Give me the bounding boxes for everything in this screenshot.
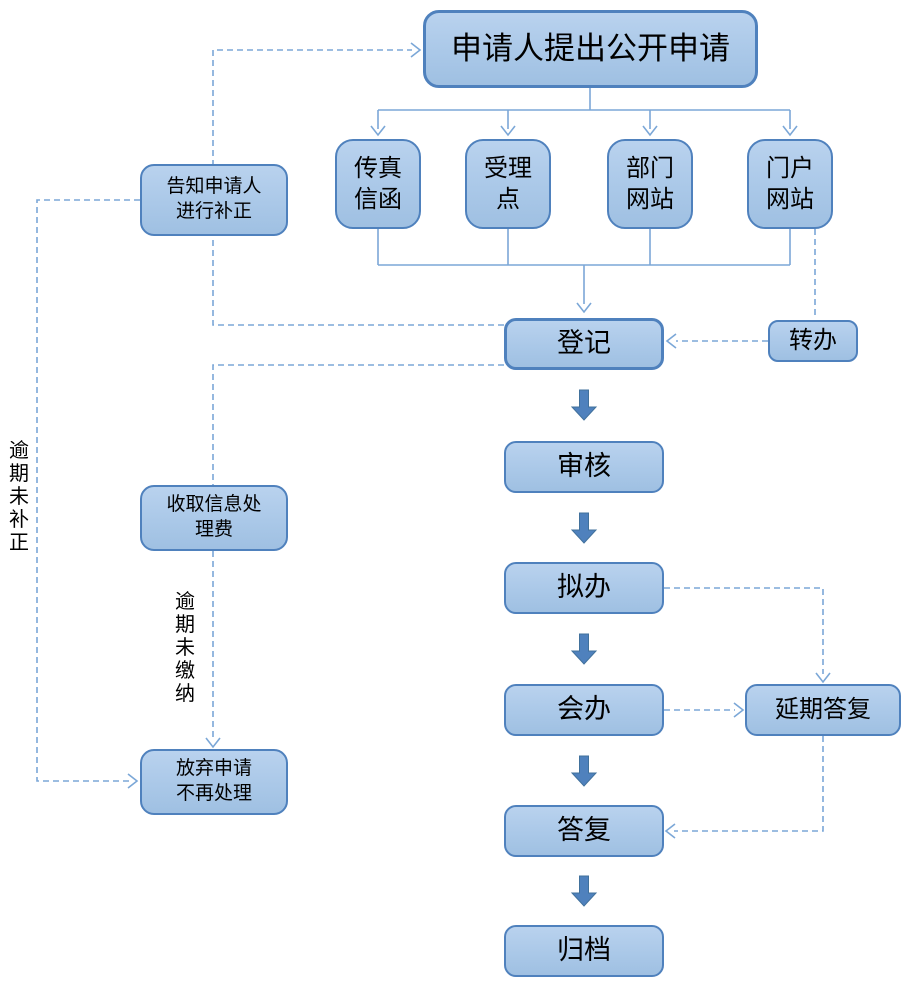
node-delay-label: 延期答复: [775, 696, 871, 724]
edge-register-notify-apply: [212, 42, 504, 326]
node-review-label: 审核: [557, 451, 611, 482]
node-transfer: 转办: [768, 320, 858, 362]
node-abandon-line2: 不再处理: [175, 783, 252, 804]
node-reply-label: 答复: [557, 815, 611, 846]
node-portal-line2: 网站: [766, 186, 814, 213]
node-abandon: 放弃申请 不再处理: [140, 749, 288, 815]
node-notify-correction: 告知申请人 进行补正: [140, 164, 288, 236]
node-fax-line1: 传真: [354, 154, 402, 182]
node-notify-line1: 告知申请人: [166, 176, 262, 198]
node-archive-label: 归档: [557, 935, 611, 966]
node-delayed-reply: 延期答复: [745, 684, 901, 736]
node-dept-line2: 网站: [626, 186, 674, 213]
edge-apply-to-channels: [370, 88, 798, 137]
node-joint-handling: 会办: [504, 684, 664, 736]
node-acceptance-point: 受理 点: [465, 139, 551, 229]
node-review: 审核: [504, 441, 664, 493]
node-acceptance-line2: 点: [496, 186, 520, 213]
block-arrow-joint-reply: [570, 755, 598, 787]
block-arrow-draft-joint: [570, 633, 598, 665]
node-fee-collection: 收取信息处 理费: [140, 485, 288, 551]
node-reply: 答复: [504, 805, 664, 857]
block-arrow-register-review: [570, 389, 598, 421]
label-overdue-no-correction: 逾期未补正: [9, 440, 29, 554]
node-dept-line1: 部门: [626, 154, 674, 182]
node-draft-handling: 拟办: [504, 562, 664, 614]
node-abandon-line1: 放弃申请: [175, 758, 252, 780]
node-apply-label: 申请人提出公开申请: [451, 30, 730, 66]
label-overdue-no-payment: 逾期未缴纳: [175, 591, 195, 705]
edge-notify-to-abandon: [36, 199, 140, 789]
block-arrow-reply-archive: [570, 875, 598, 907]
edge-transfer-to-register: [665, 333, 768, 349]
node-apply: 申请人提出公开申请: [423, 10, 758, 88]
node-fax-letter: 传真 信函: [335, 139, 421, 229]
node-draft-label: 拟办: [557, 572, 611, 603]
node-portal-line1: 门户: [766, 154, 814, 182]
node-joint-label: 会办: [557, 694, 611, 725]
edge-fee-to-abandon: [205, 551, 221, 749]
edge-channels-to-register: [377, 229, 791, 314]
node-fee-line2: 理费: [194, 519, 233, 540]
block-arrow-review-draft: [570, 512, 598, 544]
node-fee-line1: 收取信息处: [166, 494, 262, 516]
node-register: 登记: [504, 318, 664, 370]
node-transfer-label: 转办: [789, 327, 837, 355]
edge-register-to-fee: [212, 364, 504, 485]
edge-joint-to-delay: [664, 702, 745, 718]
node-department-website: 部门 网站: [607, 139, 693, 229]
node-notify-line2: 进行补正: [175, 201, 252, 222]
node-acceptance-line1: 受理: [484, 154, 532, 182]
node-fax-line2: 信函: [354, 186, 402, 213]
node-register-label: 登记: [557, 328, 611, 359]
edge-delay-to-reply: [664, 736, 824, 839]
node-archive: 归档: [504, 925, 664, 977]
node-portal-website: 门户 网站: [747, 139, 833, 229]
edge-draft-to-delay: [664, 587, 831, 684]
